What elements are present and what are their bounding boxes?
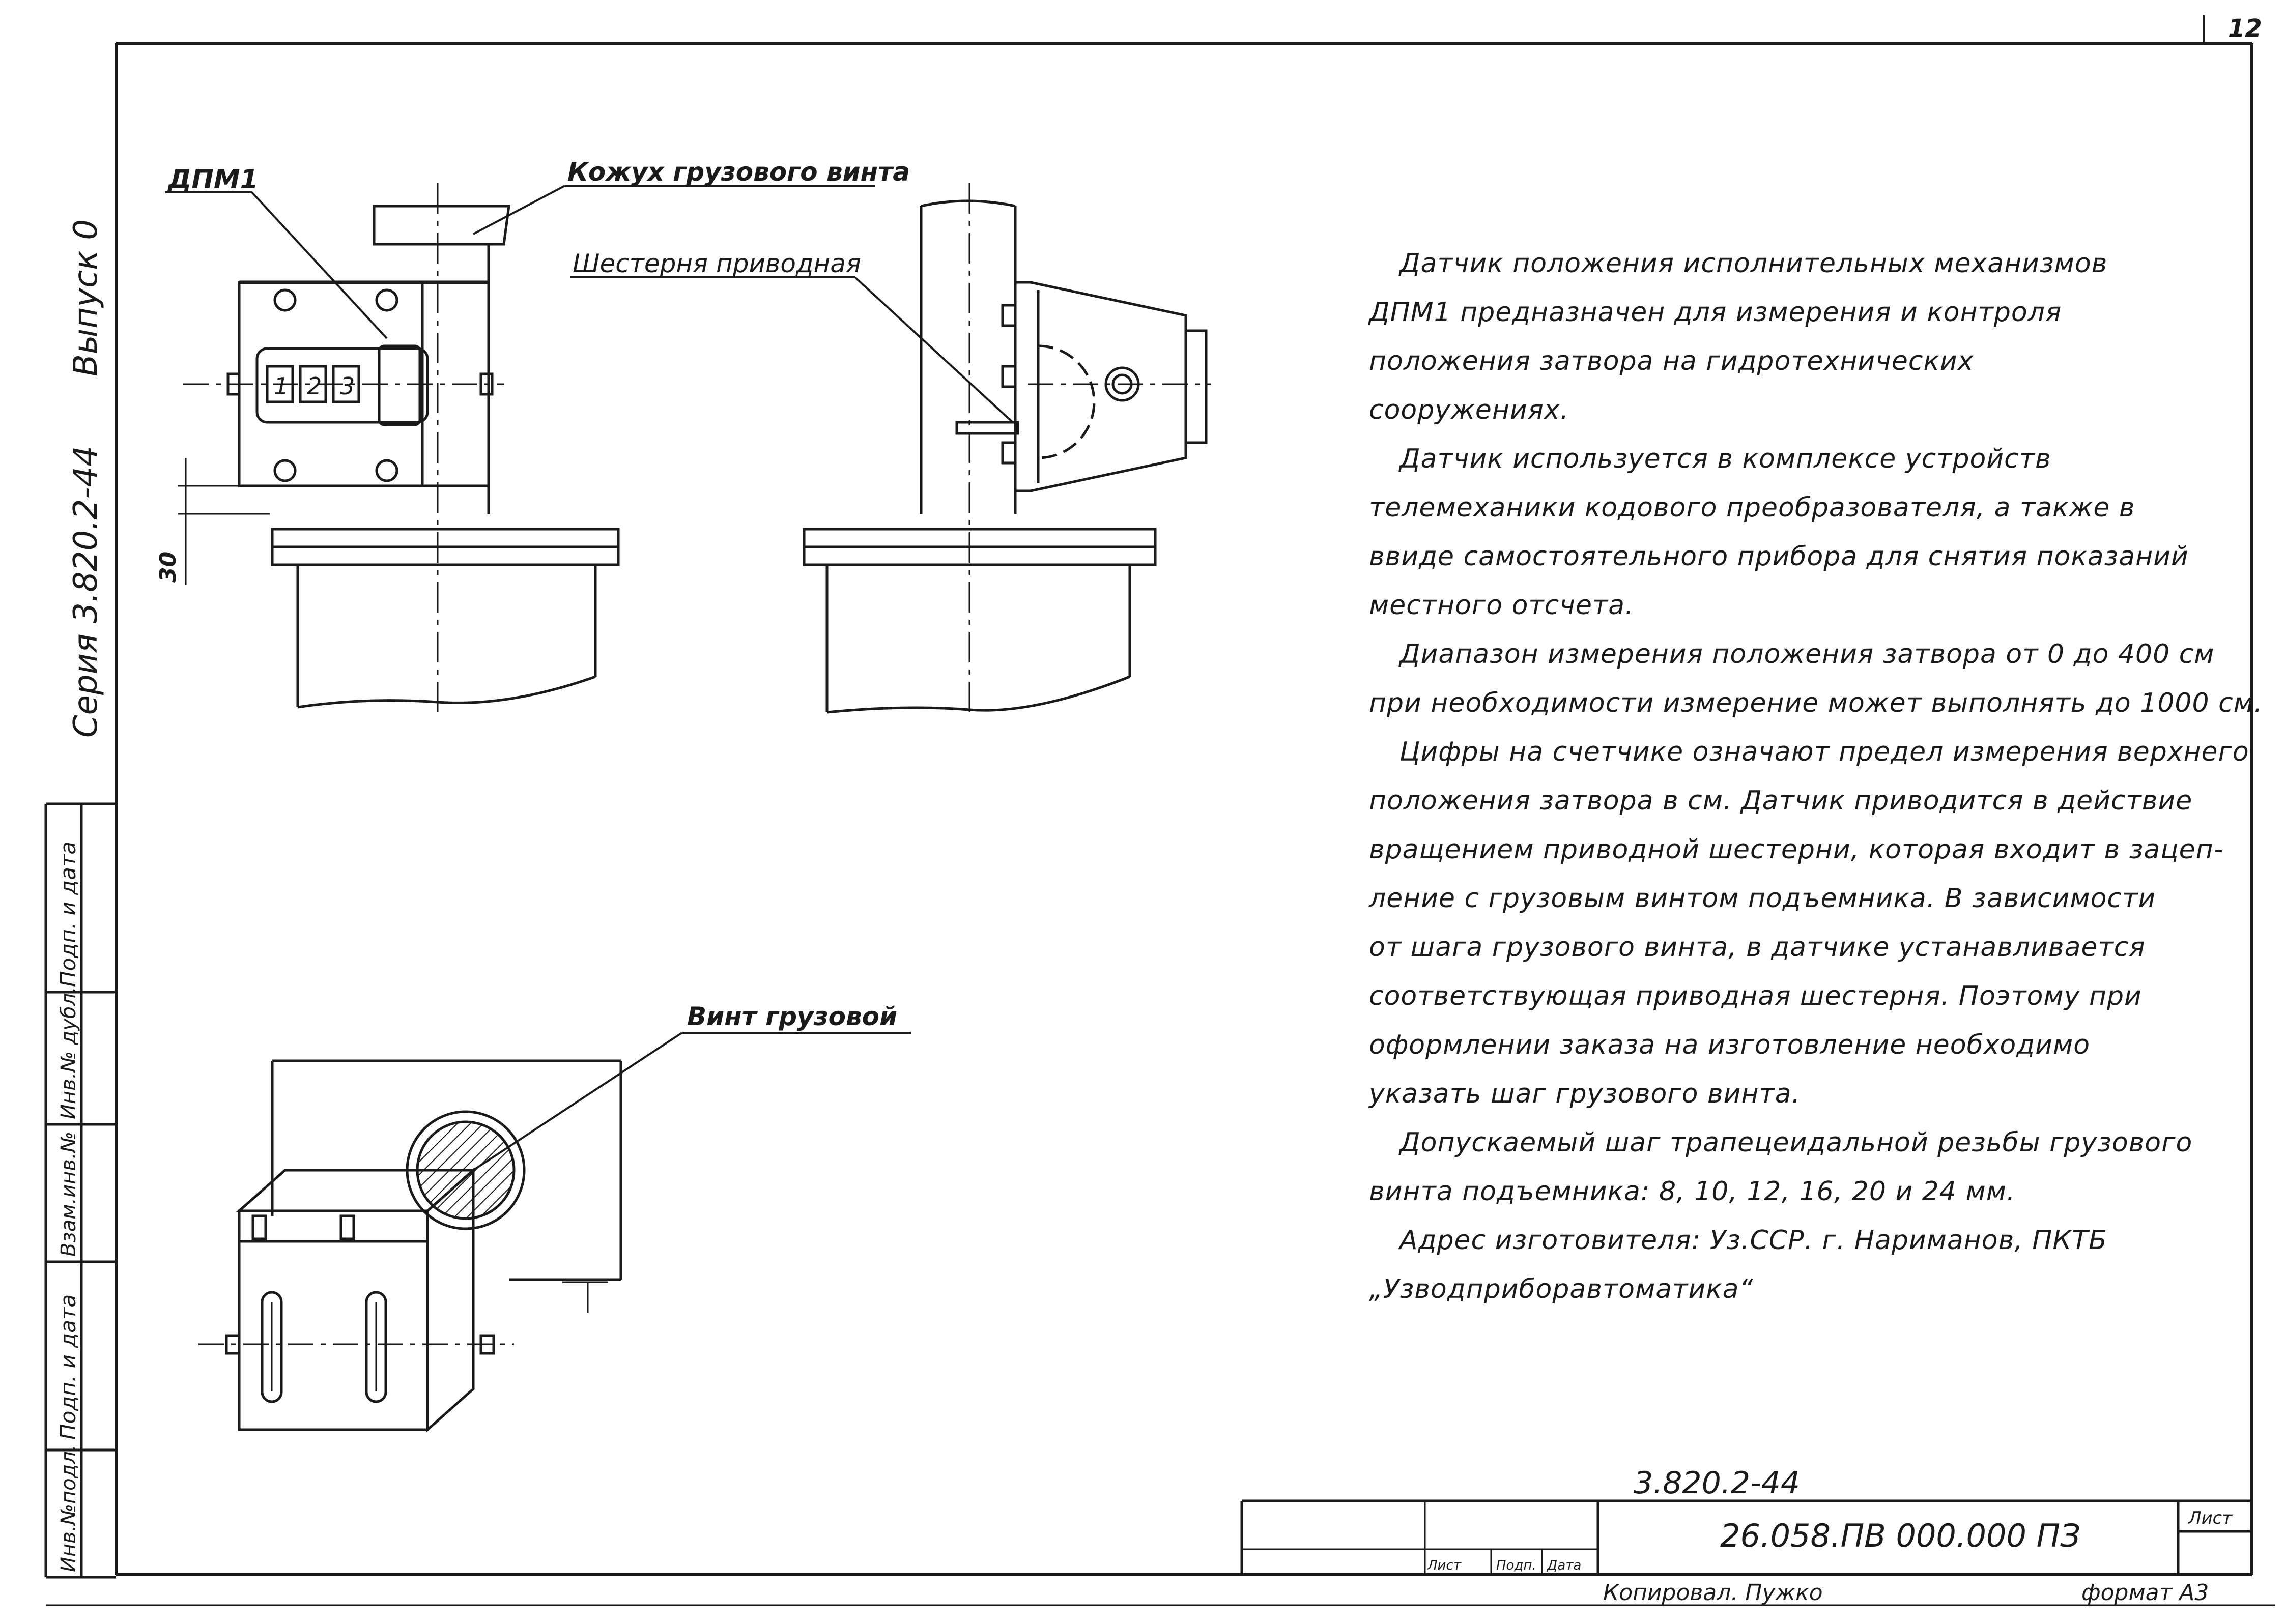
- front-view: [178, 183, 620, 712]
- label-gear: Шестерня приводная: [573, 249, 861, 278]
- note-line: указать шаг грузового винта.: [1369, 1079, 1801, 1109]
- note-line: соответствующая приводная шестерня. Поэт…: [1369, 981, 2142, 1011]
- stamp-inv-podl: Инв.№подл.: [57, 1444, 80, 1572]
- counter-digit-1: 1: [274, 372, 289, 400]
- title-series: 3.820.2-44: [1634, 1465, 1800, 1501]
- stamp-vzam-inv: Взам.инв.№: [57, 1132, 80, 1257]
- note-line: от шага грузового винта, в датчике устан…: [1369, 932, 2146, 963]
- note-line: ление с грузовым винтом подъемника. В за…: [1369, 883, 2156, 914]
- note-line: положения затвора в см. Датчик приводитс…: [1369, 786, 2193, 816]
- note-line: Адрес изготовителя: Уз.ССР. г. Нариманов…: [1399, 1225, 2107, 1256]
- label-dpm1: ДПМ1: [167, 164, 259, 195]
- counter-digits: [266, 365, 360, 403]
- stamp-podp-data-1: Подп. и дата: [55, 1294, 80, 1440]
- sheet-frame: [46, 15, 2275, 1606]
- note-line: сооружениях.: [1369, 395, 1569, 425]
- doc-code: 26.058.ПВ 000.000 ПЗ: [1720, 1517, 2080, 1554]
- col-label-list: Лист: [1427, 1558, 1462, 1573]
- page-number: 12: [2228, 14, 2262, 43]
- stamp-podp-data-2: Подп. и дата: [55, 842, 80, 987]
- plan-view: [198, 1059, 622, 1433]
- label-screw: Винт грузовой: [687, 1002, 897, 1031]
- note-line: телемеханики кодового преобразователя, а…: [1369, 492, 2135, 523]
- front-view-bolts: [273, 288, 398, 482]
- series-label: Серия 3.820.2-44: [67, 446, 105, 738]
- copied-label: Копировал. Пужко: [1603, 1580, 1823, 1606]
- note-line: оформлении заказа на изготовление необхо…: [1369, 1030, 2091, 1060]
- format-label: формат А3: [2081, 1580, 2209, 1606]
- note-line: при необходимости измерение может выполн…: [1369, 688, 2263, 718]
- dimension-30: 30: [155, 552, 181, 583]
- note-line: Датчик положения исполнительных механизм…: [1399, 248, 2108, 279]
- note-line: Диапазон измерения положения затвора от …: [1399, 639, 2215, 670]
- counter-digit-2: 2: [307, 372, 322, 400]
- note-line: Датчик используется в комплексе устройст…: [1399, 444, 2051, 474]
- note-line: вращением приводной шестерни, которая вх…: [1369, 834, 2224, 865]
- issue-label: Выпуск 0: [67, 219, 105, 376]
- leader-screw: [472, 1032, 911, 1171]
- label-casing: Кожух грузового винта: [567, 157, 910, 187]
- counter-digit-3: 3: [340, 372, 355, 400]
- col-label-podp: Подп.: [1496, 1558, 1536, 1573]
- note-line: „Узводприборавтоматика“: [1369, 1274, 1754, 1304]
- explanatory-note: Датчик положения исполнительных механизм…: [1369, 239, 2263, 1314]
- note-line: винта подъемника: 8, 10, 12, 16, 20 и 24…: [1369, 1176, 2016, 1207]
- stamp-inv-dubl: Инв.№ дубл.: [57, 987, 80, 1119]
- side-view: [803, 183, 1211, 714]
- col-label-data: Дата: [1547, 1558, 1581, 1573]
- note-line: ввиде самостоятельного прибора для сняти…: [1369, 541, 2189, 572]
- note-line: Цифры на счетчике означают предел измере…: [1399, 737, 2249, 767]
- side-stamp: [44, 802, 116, 1579]
- note-line: ДПМ1 предназначен для измерения и контро…: [1369, 297, 2062, 328]
- note-line: положения затвора на гидротехнических: [1369, 346, 1974, 376]
- leaders-front: [165, 185, 1014, 423]
- sheet-cell-label: Лист: [2187, 1508, 2233, 1528]
- note-line: Допускаемый шаг трапецеидальной резьбы г…: [1399, 1127, 2193, 1158]
- title-block: [1240, 1499, 2252, 1575]
- note-line: местного отсчета.: [1369, 590, 1634, 621]
